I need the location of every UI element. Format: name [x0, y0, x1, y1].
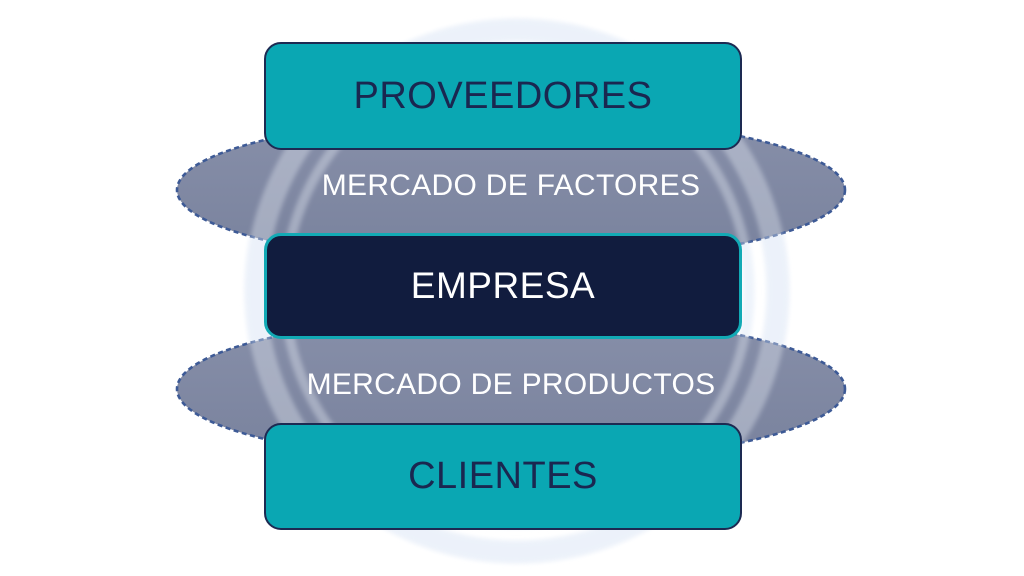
empresa-box: EMPRESA [264, 233, 742, 339]
proveedores-label: PROVEEDORES [353, 74, 653, 117]
factors-market-ellipse [175, 114, 847, 266]
empresa-label: EMPRESA [410, 265, 596, 306]
proveedores-box: PROVEEDORES [264, 42, 742, 150]
factors-market-label-text: MERCADO DE FACTORES [321, 169, 701, 202]
factors-market-label: MERCADO DE FACTORES [177, 167, 845, 205]
products-market-label-text: MERCADO DE PRODUCTOS [306, 368, 716, 401]
clientes-box: CLIENTES [264, 423, 742, 530]
clientes-label: CLIENTES [408, 455, 598, 497]
products-market-label: MERCADO DE PRODUCTOS [177, 366, 845, 404]
